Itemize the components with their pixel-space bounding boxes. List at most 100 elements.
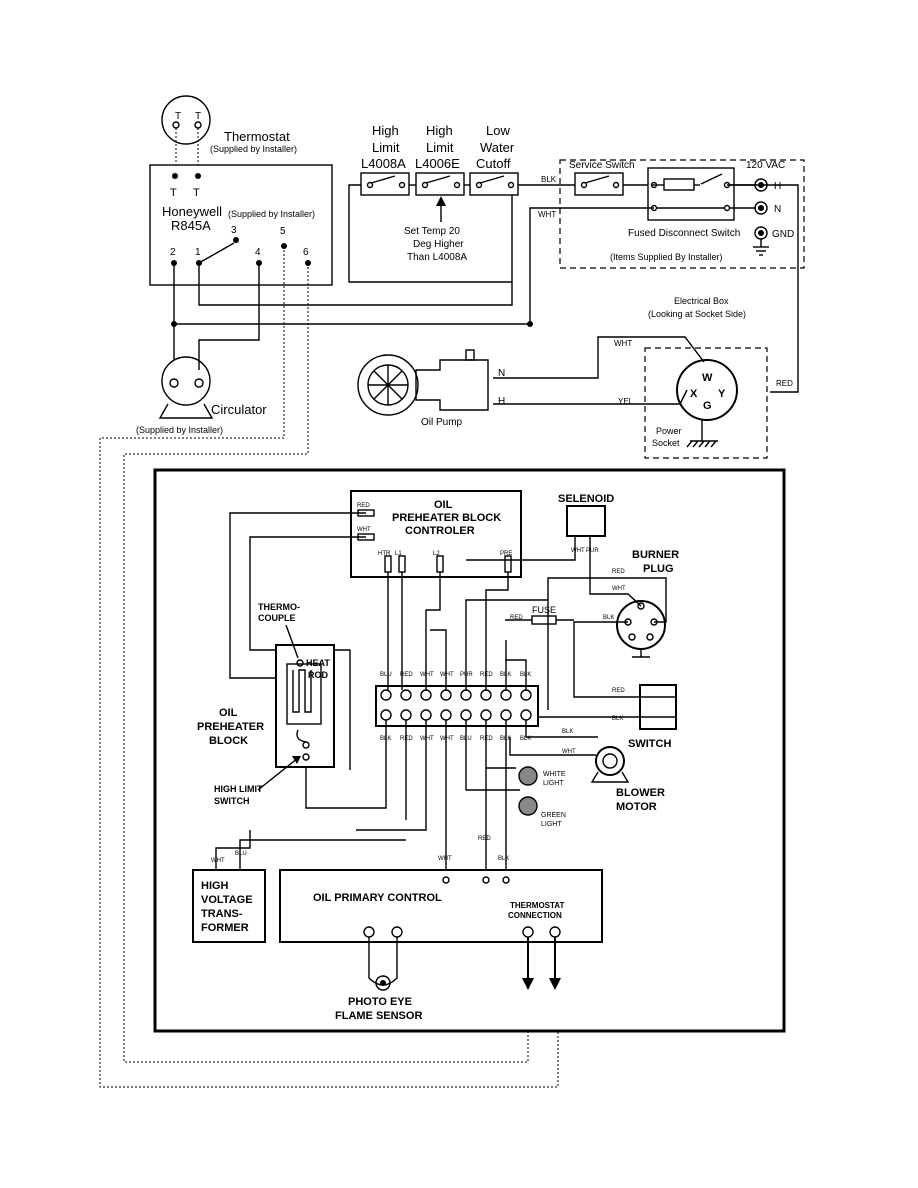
svg-text:L4008A: L4008A xyxy=(361,156,406,171)
svg-text:OIL: OIL xyxy=(219,707,238,719)
svg-text:T: T xyxy=(193,187,200,199)
svg-text:RED: RED xyxy=(478,836,491,842)
high-voltage-transformer xyxy=(192,869,266,943)
svg-text:RED: RED xyxy=(510,615,523,621)
svg-text:WHT: WHT xyxy=(211,858,225,864)
svg-text:FORMER: FORMER xyxy=(201,922,249,934)
svg-text:FUSE: FUSE xyxy=(532,605,556,615)
svg-text:(Looking at Socket Side): (Looking at Socket Side) xyxy=(648,309,746,319)
svg-text:WHT: WHT xyxy=(357,527,371,533)
svg-text:BLK: BLK xyxy=(612,716,623,722)
svg-text:PREHEATER BLOCK: PREHEATER BLOCK xyxy=(392,512,501,524)
svg-text:THERMO-: THERMO- xyxy=(258,602,300,612)
svg-text:High: High xyxy=(426,123,453,138)
svg-text:3: 3 xyxy=(231,225,237,236)
svg-text:WHT: WHT xyxy=(571,548,585,554)
svg-text:HIGH LIMIT: HIGH LIMIT xyxy=(214,784,263,794)
svg-text:COUPLE: COUPLE xyxy=(258,613,296,623)
svg-text:BLOWER: BLOWER xyxy=(616,787,665,799)
svg-text:Service Switch: Service Switch xyxy=(569,160,635,171)
svg-text:BLK: BLK xyxy=(541,175,557,184)
svg-text:High: High xyxy=(372,123,399,138)
svg-text:FLAME SENSOR: FLAME SENSOR xyxy=(335,1010,422,1022)
svg-text:T: T xyxy=(175,111,181,122)
preheater-controller xyxy=(350,490,522,578)
svg-text:Y: Y xyxy=(718,388,726,400)
svg-text:RED: RED xyxy=(776,379,793,388)
svg-text:RED: RED xyxy=(400,672,413,678)
svg-text:BLK: BLK xyxy=(562,729,573,735)
installer-items-box xyxy=(559,159,805,269)
thermostat-label: Thermostat xyxy=(224,129,290,144)
svg-text:BLU: BLU xyxy=(380,672,392,678)
svg-text:Power: Power xyxy=(656,426,682,436)
svg-text:LIGHT: LIGHT xyxy=(543,780,564,787)
svg-text:SELENOID: SELENOID xyxy=(558,493,614,505)
svg-text:2: 2 xyxy=(170,247,176,258)
svg-text:THERMOSTAT: THERMOSTAT xyxy=(510,901,564,910)
svg-text:VOLTAGE: VOLTAGE xyxy=(201,894,253,906)
svg-text:WHT: WHT xyxy=(440,736,454,742)
svg-text:L1: L1 xyxy=(395,551,402,557)
terminal-strip xyxy=(375,685,539,727)
svg-text:(Items Supplied By Installer): (Items Supplied By Installer) xyxy=(610,252,723,262)
svg-text:4: 4 xyxy=(255,247,261,258)
svg-text:SWITCH: SWITCH xyxy=(628,738,671,750)
thermostat-note: (Supplied by Installer) xyxy=(210,144,297,154)
svg-text:BLU: BLU xyxy=(235,851,247,857)
svg-text:PHOTO EYE: PHOTO EYE xyxy=(348,996,412,1008)
svg-text:(Supplied by Installer): (Supplied by Installer) xyxy=(136,425,223,435)
svg-text:Limit: Limit xyxy=(372,140,400,155)
svg-text:BURNER: BURNER xyxy=(632,549,679,561)
power-socket-box xyxy=(644,347,768,459)
svg-text:Low: Low xyxy=(486,123,510,138)
svg-text:WHT: WHT xyxy=(420,736,434,742)
svg-text:Electrical Box: Electrical Box xyxy=(674,296,729,306)
limit-switches: High Limit L4008A High Limit L4006E Low … xyxy=(360,123,519,196)
svg-text:Than L4008A: Than L4008A xyxy=(407,252,467,263)
svg-text:Socket: Socket xyxy=(652,438,680,448)
svg-text:YEL: YEL xyxy=(618,397,634,406)
svg-text:H: H xyxy=(498,396,505,407)
svg-text:6: 6 xyxy=(303,247,309,258)
thermostat: T T Thermostat (Supplied by Installer) xyxy=(161,95,297,172)
photo-eye xyxy=(375,975,391,991)
svg-text:RED: RED xyxy=(612,688,625,694)
oil-primary-control xyxy=(279,869,603,943)
blower-motor: BLOWER MOTOR xyxy=(590,746,665,813)
svg-text:W: W xyxy=(702,372,713,384)
svg-text:G: G xyxy=(703,400,712,412)
svg-text:Deg Higher: Deg Higher xyxy=(413,239,464,250)
svg-text:LIGHT: LIGHT xyxy=(541,821,562,828)
controller-wire-labels: HTR L1 L2 PRE xyxy=(378,551,512,573)
svg-text:GREEN: GREEN xyxy=(541,812,566,819)
svg-text:BLK: BLK xyxy=(603,615,614,621)
svg-text:PREHEATER: PREHEATER xyxy=(197,721,264,733)
svg-text:H: H xyxy=(774,181,781,192)
svg-text:BLK: BLK xyxy=(520,736,531,742)
svg-text:X: X xyxy=(690,388,698,400)
svg-text:Cutoff: Cutoff xyxy=(476,156,511,171)
svg-text:HTR: HTR xyxy=(378,551,391,557)
circulator-label: Circulator xyxy=(211,402,267,417)
svg-text:OIL PRIMARY CONTROL: OIL PRIMARY CONTROL xyxy=(313,892,442,904)
svg-text:WHT: WHT xyxy=(420,672,434,678)
svg-text:WHT: WHT xyxy=(440,672,454,678)
svg-text:PLUG: PLUG xyxy=(643,563,674,575)
selenoid xyxy=(566,505,606,537)
switch xyxy=(639,684,677,730)
svg-text:5: 5 xyxy=(280,226,286,237)
svg-text:MOTOR: MOTOR xyxy=(616,801,657,813)
svg-text:N: N xyxy=(498,368,505,379)
svg-text:Water: Water xyxy=(480,140,515,155)
svg-text:Set Temp 20: Set Temp 20 xyxy=(404,226,460,237)
svg-text:(Supplied by Installer): (Supplied by Installer) xyxy=(228,209,315,219)
relay-model: R845A xyxy=(171,218,211,233)
svg-text:BLK: BLK xyxy=(498,856,509,862)
power-socket xyxy=(676,359,738,421)
svg-text:RED: RED xyxy=(357,503,370,509)
svg-text:SWITCH: SWITCH xyxy=(214,796,250,806)
green-light xyxy=(518,796,538,816)
svg-text:HEAT: HEAT xyxy=(306,658,330,668)
